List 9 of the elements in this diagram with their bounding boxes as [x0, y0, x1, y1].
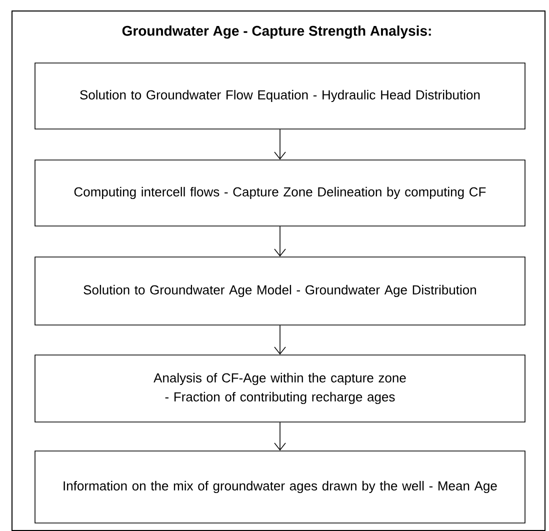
- process-box: Solution to Groundwater Age Model - Groundwater Age Distribution: [34, 256, 526, 326]
- process-box: Solution to Groundwater Flow Equation - Hydraulic Head Distribution: [34, 62, 526, 130]
- arrow: [274, 129, 286, 160]
- process-box: Analysis of CF-Age within the capture zone - Fraction of contributing recharge ages: [34, 354, 526, 422]
- arrow: [274, 325, 286, 355]
- process-box: Information on the mix of groundwater ages drawn by the well - Mean Age: [34, 450, 526, 524]
- arrow: [274, 422, 286, 451]
- arrow: [274, 226, 286, 257]
- process-box: Computing intercell flows - Capture Zone Delineation by computing CF: [34, 160, 526, 226]
